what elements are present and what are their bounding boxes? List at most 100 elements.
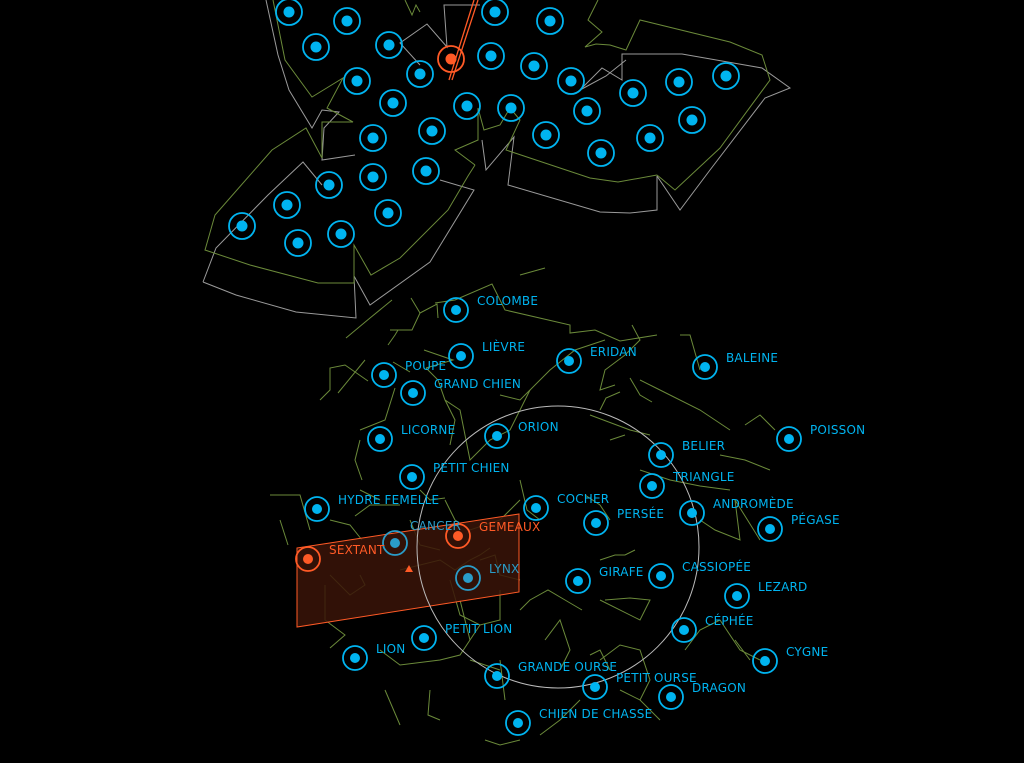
marker-dot[interactable] (463, 573, 473, 583)
unlabeled-marker[interactable] (343, 67, 371, 95)
unlabeled-marker[interactable] (379, 89, 407, 117)
unlabeled-marker[interactable] (302, 33, 330, 61)
marker-ring[interactable] (367, 426, 393, 452)
unlabeled-marker[interactable] (273, 191, 301, 219)
constellation-cassiopée[interactable] (648, 563, 674, 589)
unlabeled-marker[interactable] (453, 92, 481, 120)
unlabeled-marker[interactable] (418, 117, 446, 145)
marker-dot[interactable] (513, 718, 523, 728)
marker-dot[interactable] (784, 434, 794, 444)
unlabeled-marker[interactable] (359, 124, 387, 152)
constellation-label[interactable]: PERSÉE (617, 506, 664, 521)
unlabeled-marker[interactable] (284, 229, 312, 257)
marker-ring[interactable] (556, 348, 582, 374)
marker-ring[interactable] (455, 565, 481, 591)
constellation-label[interactable]: CHIEN DE CHASSE (539, 707, 652, 721)
constellation-dragon[interactable] (658, 684, 684, 710)
constellation-belier[interactable] (648, 442, 674, 468)
marker-ring[interactable] (724, 583, 750, 609)
constellation-lynx[interactable] (455, 565, 481, 591)
marker-ring[interactable] (658, 684, 684, 710)
constellation-lezard[interactable] (724, 583, 750, 609)
constellation-label[interactable]: GRAND CHIEN (434, 377, 521, 391)
marker-dot[interactable] (451, 305, 461, 315)
constellation-girafe[interactable] (565, 568, 591, 594)
marker-dot[interactable] (760, 656, 770, 666)
constellation-sextant[interactable] (295, 546, 321, 572)
marker-dot[interactable] (492, 431, 502, 441)
unlabeled-marker[interactable] (327, 220, 355, 248)
unlabeled-marker[interactable] (406, 60, 434, 88)
constellation-label[interactable]: PETIT CHIEN (433, 461, 510, 475)
constellation-label[interactable]: LYNX (489, 562, 519, 576)
constellation-label[interactable]: CÉPHÉE (705, 613, 754, 628)
marker-dot[interactable] (390, 538, 400, 548)
constellation-label[interactable]: CASSIOPÉE (682, 559, 751, 574)
constellation-gemeaux[interactable] (445, 523, 471, 549)
marker-dot[interactable] (312, 504, 322, 514)
constellation-label[interactable]: ORION (518, 420, 559, 434)
unlabeled-marker[interactable] (374, 199, 402, 227)
unlabeled-marker[interactable] (520, 52, 548, 80)
unlabeled-marker[interactable] (665, 68, 693, 96)
constellation-persée[interactable] (583, 510, 609, 536)
marker-ring[interactable] (411, 625, 437, 651)
constellation-céphée[interactable] (671, 617, 697, 643)
constellation-label[interactable]: ERIDAN (590, 345, 637, 359)
unlabeled-marker[interactable] (532, 121, 560, 149)
constellation-triangle[interactable] (639, 473, 665, 499)
marker-ring[interactable] (679, 500, 705, 526)
marker-ring[interactable] (399, 464, 425, 490)
marker-ring[interactable] (583, 510, 609, 536)
marker-dot[interactable] (379, 370, 389, 380)
marker-dot[interactable] (765, 524, 775, 534)
marker-dot[interactable] (419, 633, 429, 643)
marker-ring[interactable] (448, 343, 474, 369)
constellation-label[interactable]: PÉGASE (791, 512, 840, 527)
marker-ring[interactable] (671, 617, 697, 643)
marker-dot[interactable] (531, 503, 541, 513)
constellation-pégase[interactable] (757, 516, 783, 542)
constellation-andromède[interactable] (679, 500, 705, 526)
constellation-grand-chien[interactable] (400, 380, 426, 406)
marker-ring[interactable] (484, 663, 510, 689)
marker-ring[interactable] (692, 354, 718, 380)
marker-ring[interactable] (505, 710, 531, 736)
constellation-label[interactable]: BALEINE (726, 351, 778, 365)
unlabeled-marker[interactable] (275, 0, 303, 26)
constellation-lion[interactable] (342, 645, 368, 671)
constellation-label[interactable]: COLOMBE (477, 294, 538, 308)
marker-dot[interactable] (453, 531, 463, 541)
unlabeled-marker[interactable] (412, 157, 440, 185)
marker-ring[interactable] (639, 473, 665, 499)
marker-ring[interactable] (523, 495, 549, 521)
marker-ring[interactable] (295, 546, 321, 572)
constellation-petit-ourse[interactable] (582, 674, 608, 700)
constellation-label[interactable]: GEMEAUX (479, 520, 540, 534)
unlabeled-marker[interactable] (375, 31, 403, 59)
marker-dot[interactable] (591, 518, 601, 528)
marker-ring[interactable] (648, 563, 674, 589)
constellation-label[interactable]: LION (376, 642, 405, 656)
marker-dot[interactable] (666, 692, 676, 702)
constellation-hydre-femelle[interactable] (304, 496, 330, 522)
constellation-orion[interactable] (484, 423, 510, 449)
marker-dot[interactable] (408, 388, 418, 398)
marker-ring[interactable] (565, 568, 591, 594)
marker-dot[interactable] (687, 508, 697, 518)
marker-dot[interactable] (590, 682, 600, 692)
constellation-label[interactable]: GRANDE OURSE (518, 660, 617, 674)
constellation-label[interactable]: DRAGON (692, 681, 746, 695)
marker-ring[interactable] (445, 523, 471, 549)
marker-ring[interactable] (371, 362, 397, 388)
marker-dot[interactable] (564, 356, 574, 366)
marker-ring[interactable] (776, 426, 802, 452)
unlabeled-marker[interactable] (557, 67, 585, 95)
constellation-cancer[interactable] (382, 530, 408, 556)
constellation-cygne[interactable] (752, 648, 778, 674)
constellation-petit-chien[interactable] (399, 464, 425, 490)
constellation-poupe[interactable] (371, 362, 397, 388)
marker-dot[interactable] (456, 351, 466, 361)
